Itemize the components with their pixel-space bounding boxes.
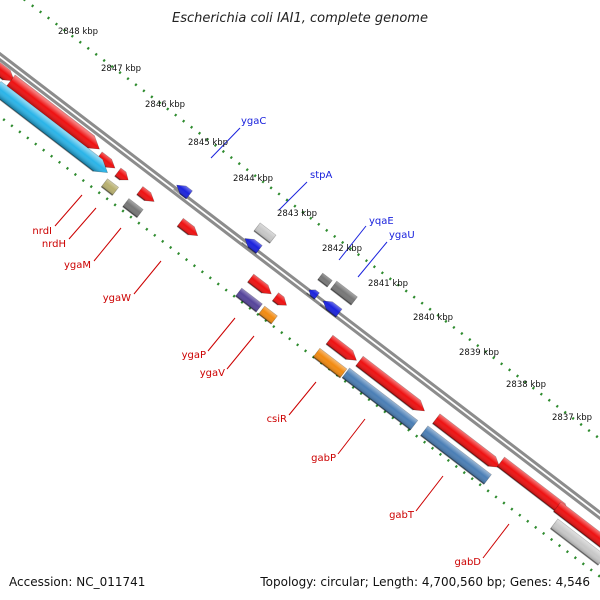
accession-text: Accession: NC_011741 (9, 575, 145, 589)
gene-label-ygaP: ygaP (182, 350, 206, 361)
gene-label-ygaU: ygaU (389, 230, 415, 241)
scale-label: 2837 kbp (552, 413, 592, 423)
gene-arrow-nrdH[interactable] (136, 186, 157, 206)
gene-features (0, 53, 600, 566)
gene-arrow[interactable] (271, 292, 289, 309)
gene-arrow[interactable] (553, 501, 600, 554)
gene-arrow[interactable] (325, 334, 360, 364)
gene-label-gabT: gabT (389, 510, 415, 521)
gene-arrow-ygaM[interactable] (122, 198, 144, 219)
gene-arrow[interactable] (550, 518, 600, 566)
scale-label: 2840 kbp (413, 313, 453, 323)
gene-arrow[interactable] (432, 413, 504, 472)
gene-arrow-stpA[interactable] (241, 235, 263, 255)
gene-arrow-ygaC[interactable] (173, 181, 193, 200)
gene-label-gabD: gabD (454, 557, 481, 568)
genome-summary-text: Topology: circular; Length: 4,700,560 bp… (259, 575, 590, 589)
gene-labels-forward: ygaC stpA yqaE ygaU (241, 116, 415, 241)
gene-arrow-ygaW[interactable] (176, 217, 201, 239)
scale-label: 2846 kbp (145, 100, 185, 110)
gene-label-ygaV: ygaV (200, 368, 225, 379)
scale-label: 2847 kbp (101, 64, 141, 74)
gene-arrow-nrdF[interactable] (0, 81, 112, 178)
gene-arrow-ygaV[interactable] (258, 305, 278, 325)
gene-arrow[interactable] (247, 273, 275, 298)
gene-arrow[interactable] (355, 355, 428, 415)
gene-arrow[interactable] (114, 167, 131, 184)
gene-label-ygaW: ygaW (103, 293, 131, 304)
scale-label: 2848 kbp (58, 27, 98, 37)
scale-label: 2839 kbp (459, 348, 499, 358)
gene-label-gabP: gabP (311, 453, 336, 464)
scale-label: 2838 kbp (506, 380, 546, 390)
gene-arrow-ygaU[interactable] (330, 280, 358, 306)
gene-labels-reverse: nrdI nrdH ygaM ygaW ygaP ygaV csiR gabP … (32, 226, 481, 568)
gene-label-yqaE: yqaE (369, 216, 394, 227)
sequence-backbone (0, 51, 600, 521)
label-leader-lines (54, 127, 510, 559)
scale-label: 2842 kbp (322, 244, 362, 254)
gene-arrow-nrdI[interactable] (100, 178, 120, 196)
gene-arrow-gabT[interactable] (420, 425, 492, 485)
gene-arrow[interactable] (0, 53, 18, 85)
gene-label-nrdI: nrdI (32, 226, 52, 237)
scale-label: 2843 kbp (277, 209, 317, 219)
gene-label-stpA: stpA (310, 170, 332, 181)
scale-label: 2845 kbp (188, 138, 228, 148)
scale-labels: 2848 kbp 2847 kbp 2846 kbp 2845 kbp 2844… (58, 27, 592, 423)
gene-label-csiR: csiR (267, 414, 287, 425)
map-title: Escherichia coli IAI1, complete genome (172, 11, 428, 26)
gene-arrow[interactable] (306, 287, 320, 300)
gene-arrow-ygaP[interactable] (235, 287, 263, 313)
scale-label: 2841 kbp (368, 279, 408, 289)
gene-arrow-gabD[interactable] (496, 456, 573, 519)
scale-label: 2844 kbp (233, 174, 273, 184)
gene-arrow[interactable] (319, 297, 343, 318)
gene-arrow-yqaE[interactable] (317, 272, 333, 288)
gene-arrow-csiR[interactable] (312, 347, 348, 379)
gene-arrow[interactable] (253, 222, 277, 244)
gene-label-ygaM: ygaM (64, 260, 91, 271)
gene-label-nrdH: nrdH (42, 239, 66, 250)
gene-label-ygaC: ygaC (241, 116, 266, 127)
gene-arrow-gabP[interactable] (341, 367, 419, 431)
